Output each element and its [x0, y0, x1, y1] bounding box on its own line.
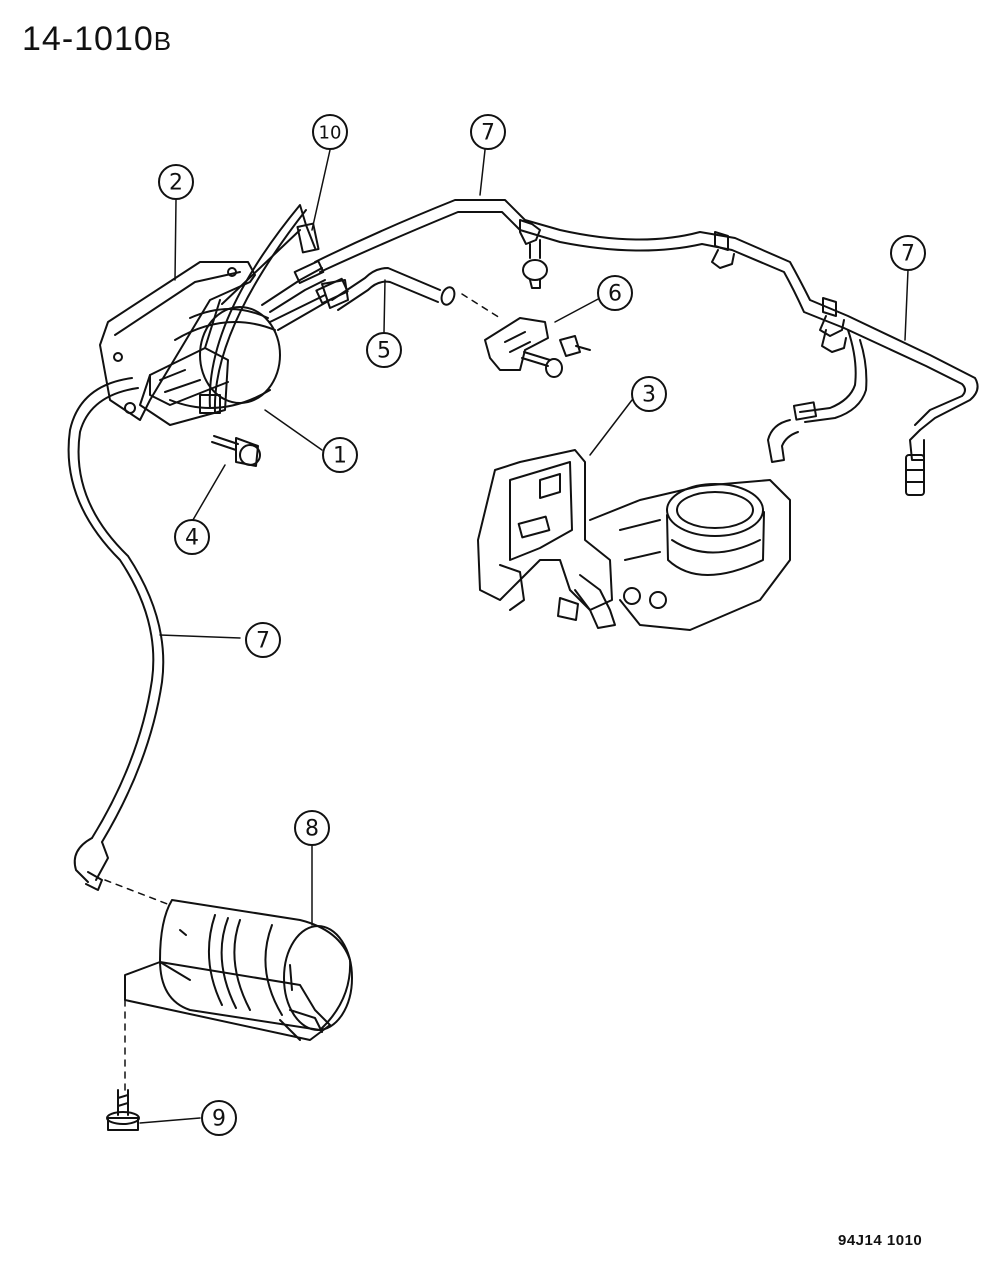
callout-6: 6	[608, 282, 622, 307]
servo-bracket	[99, 261, 256, 421]
cable-10	[208, 204, 316, 413]
hose-7-upper	[314, 199, 979, 496]
callout-10: 10	[319, 123, 342, 144]
servo-nipples	[261, 267, 331, 331]
callout-8: 8	[305, 817, 319, 842]
reservoir-8	[124, 899, 353, 1041]
callout-1: 1	[333, 444, 347, 469]
callout-2: 2	[169, 171, 183, 196]
bolt-9	[106, 1089, 140, 1131]
callout-4: 4	[185, 526, 199, 551]
callout-7-lower: 7	[256, 629, 270, 654]
bolt-4	[211, 435, 261, 467]
callout-9: 9	[212, 1107, 226, 1132]
callout-7-right: 7	[901, 242, 915, 267]
callout-3: 3	[642, 383, 656, 408]
callout-5: 5	[377, 339, 391, 364]
throttle-body	[477, 449, 791, 631]
servo-unit	[139, 229, 301, 426]
callout-7-top: 7	[481, 121, 495, 146]
diagram-code: 14-1010B	[22, 20, 173, 58]
figure-reference: 94J14 1010	[838, 1232, 923, 1249]
leader-lines	[139, 149, 909, 1124]
hose-5	[321, 267, 456, 311]
hose-7-lower	[67, 377, 165, 891]
connector-6	[484, 317, 591, 378]
connection-lines	[104, 293, 501, 1091]
